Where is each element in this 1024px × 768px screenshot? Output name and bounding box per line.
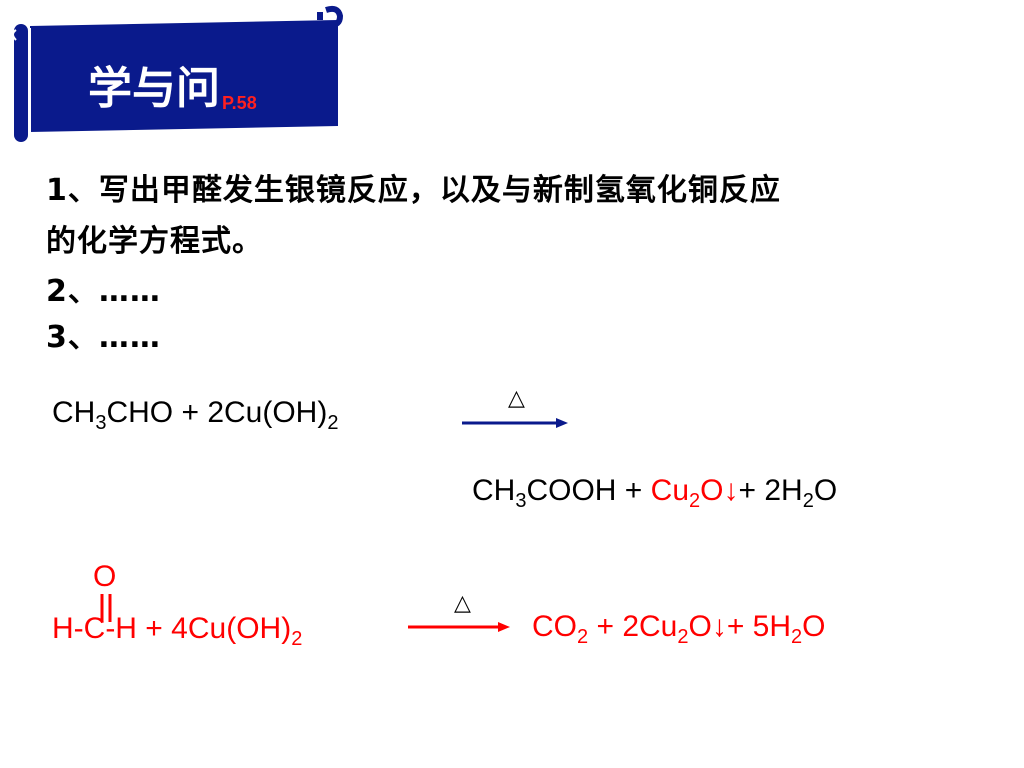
- eq1-p-f: O: [813, 474, 838, 507]
- eq1-p-e: + 2H: [738, 474, 803, 507]
- banner-title-text: 学与问: [88, 63, 220, 114]
- eq1-r-b: CHO + 2Cu(OH): [106, 396, 328, 429]
- eq2-r-a-sub: 2: [291, 628, 303, 650]
- eq1-r-a: CH: [52, 396, 96, 429]
- equation-1-arrow-icon: [462, 418, 568, 428]
- formaldehyde-carbonyl-oxygen: O: [93, 560, 117, 593]
- eq2-p-a-sub: 2: [577, 626, 589, 648]
- eq1-p-c: Cu: [650, 474, 690, 507]
- question-1-line-2: 的化学方程式。: [46, 224, 263, 259]
- eq2-p-c-sub: 2: [791, 626, 803, 648]
- eq1-r-b-sub: 2: [327, 412, 339, 434]
- page-reference: P.58: [222, 93, 257, 113]
- eq1-p-a: CH: [472, 474, 516, 507]
- double-bond-icon: [100, 594, 112, 622]
- equation-1-reactants: CH3CHO + 2Cu(OH)2: [52, 396, 338, 433]
- question-2: 2、……: [46, 274, 161, 309]
- question-1-line-1: 1、写出甲醛发生银镜反应，以及与新制氢氧化铜反应: [46, 173, 781, 208]
- eq1-p-a-sub: 3: [515, 490, 527, 512]
- eq1-p-d: O↓: [700, 474, 739, 507]
- equation-2-arrow-icon: [408, 622, 510, 632]
- eq2-p-b-sub: 2: [677, 626, 689, 648]
- eq1-r-a-sub: 3: [95, 412, 107, 434]
- equation-2-heat-condition: △: [454, 591, 471, 616]
- equation-1-heat-condition: △: [508, 386, 525, 411]
- equation-2-reactants: H-C-H + 4Cu(OH)2: [52, 612, 302, 649]
- equation-1-products: CH3COOH + Cu2O↓+ 2H2O: [472, 474, 838, 511]
- equation-2-products: CO2 + 2Cu2O↓+ 5H2O: [532, 610, 826, 647]
- question-3: 3、……: [46, 320, 161, 355]
- eq1-p-c-sub: 2: [689, 490, 701, 512]
- eq2-p-c: O↓+ 5H: [688, 610, 792, 643]
- eq2-p-d: O: [802, 610, 826, 643]
- scroll-banner-shape: [12, 5, 344, 142]
- eq2-p-b: + 2Cu: [588, 610, 678, 643]
- eq2-p-a: CO: [532, 610, 577, 643]
- eq2-r-a: H-C-H + 4Cu(OH): [52, 612, 292, 645]
- eq1-p-e-sub: 2: [802, 490, 814, 512]
- eq1-p-b: COOH +: [526, 474, 651, 507]
